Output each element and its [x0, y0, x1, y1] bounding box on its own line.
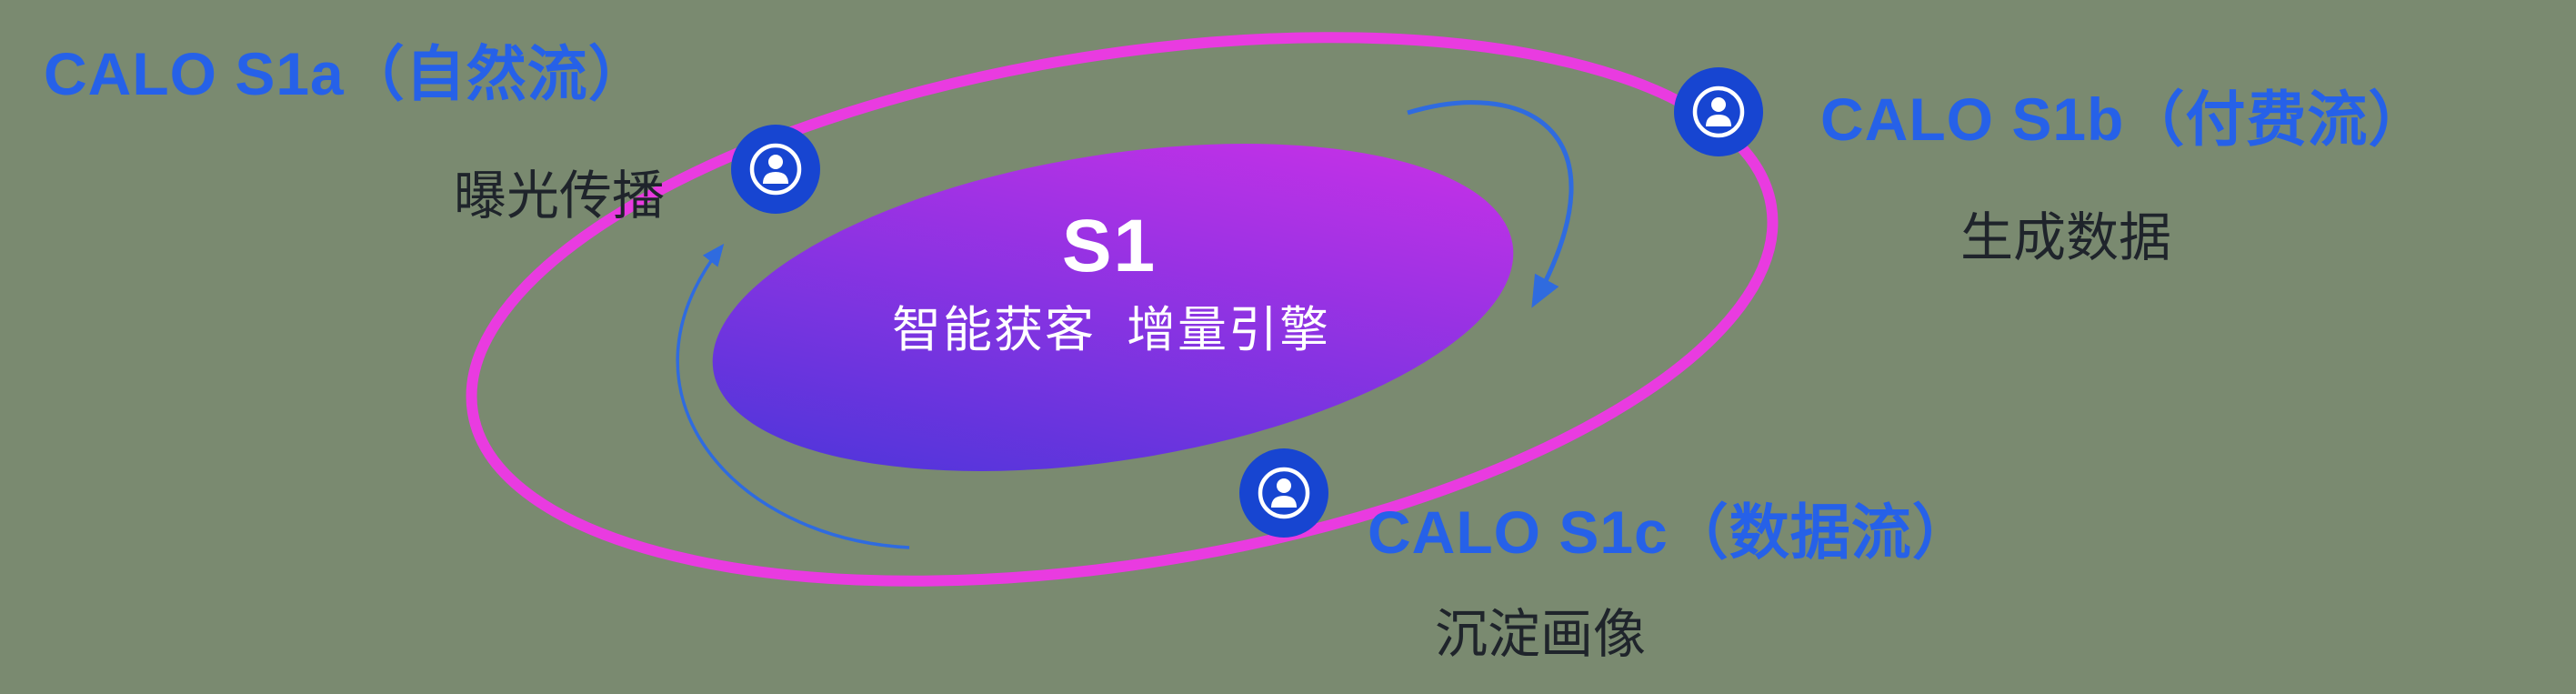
flow-arrow-left	[676, 243, 910, 549]
node-sublabel-s1b: 生成数据	[1960, 208, 2172, 267]
node-sublabel-s1c: 沉淀画像	[1435, 605, 1647, 664]
user-icon	[731, 125, 820, 214]
node-label-s1b: CALO S1b（付费流）	[1820, 85, 2430, 153]
core-title: S1	[1061, 205, 1158, 287]
node-label-s1a: CALO S1a（自然流）	[44, 40, 649, 107]
user-icon	[1674, 67, 1763, 156]
node-sublabel-s1a: 曝光传播	[454, 166, 666, 226]
core-subtitle: 智能获客 增量引擎	[891, 303, 1331, 357]
orbit-ellipse	[466, 32, 1779, 587]
core-ellipse	[712, 144, 1514, 471]
user-icon	[1239, 448, 1328, 538]
node-label-s1c: CALO S1c（数据流）	[1368, 498, 1973, 566]
flow-arrow-right	[1407, 100, 1574, 308]
